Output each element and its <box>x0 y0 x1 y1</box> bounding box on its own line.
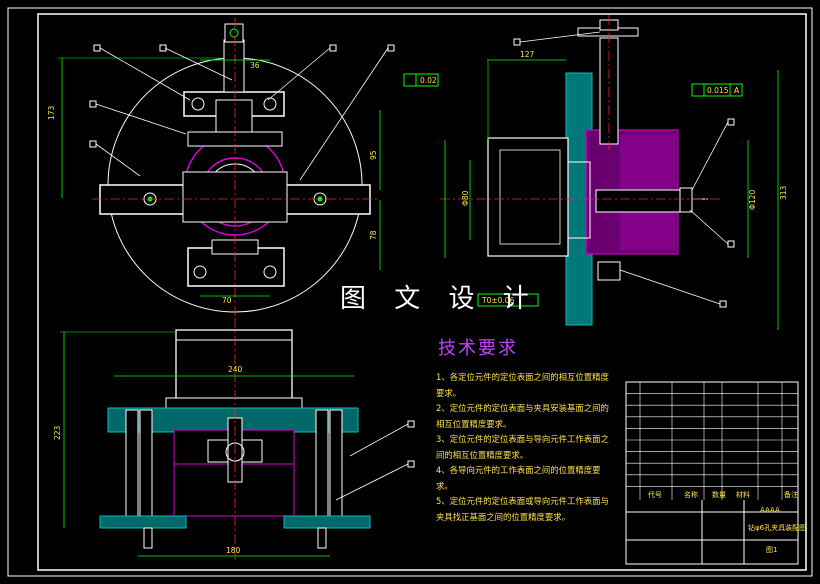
tech-requirement-item: 4、各导向元件的工作表面之间的位置精度要求。 <box>436 465 601 491</box>
title-block: 代号 名称 数量 材料 备注 AAAA 钻φ6孔夹具装配图 图1 <box>625 381 806 565</box>
tb-drawing-name: 钻φ6孔夹具装配图 <box>748 523 806 532</box>
tech-requirement-item: 5、定位元件的定位表面或导向元件工作表面与夹具找正基面之间的位置精度要求。 <box>436 496 609 522</box>
dim-95: 95 <box>369 150 378 160</box>
dim-78: 78 <box>369 230 378 240</box>
tolerance-datum-a: A <box>734 86 740 95</box>
dim-223: 223 <box>53 425 62 440</box>
dim-phi80: Φ80 <box>461 190 470 206</box>
dim-180: 180 <box>226 546 241 555</box>
dim-313: 313 <box>779 185 788 200</box>
dim-240: 240 <box>228 365 243 374</box>
dim-127: 127 <box>520 50 535 59</box>
dim-36: 36 <box>250 61 260 70</box>
tech-requirement-item: 2、定位元件的定位表面与夹具安装基面之间的相互位置精度要求。 <box>436 403 609 429</box>
tb-col-code: 代号 <box>648 490 662 499</box>
tb-part-code: AAAA <box>760 506 780 514</box>
dim-70: 70 <box>222 296 232 305</box>
tolerance-t0: T0±0.06 <box>481 296 515 305</box>
tech-requirement-item: 3、定位元件的定位表面与导向元件工作表面之间的相互位置精度要求。 <box>436 434 609 460</box>
tb-sheet: 图1 <box>766 546 777 554</box>
bottom-left-view <box>60 318 415 560</box>
tb-col-material: 材料 <box>736 490 750 499</box>
tb-col-remark: 备注 <box>784 490 798 499</box>
tech-requirements-list: 1、各定位元件的定位表面之间的相互位置精度要求。 2、定位元件的定位表面与夹具安… <box>436 370 616 525</box>
top-left-view <box>58 18 395 318</box>
outer-border <box>7 7 813 577</box>
tech-requirements-heading: 技术要求 <box>438 338 518 359</box>
dim-phi120: Φ120 <box>748 190 757 210</box>
tb-col-qty: 数量 <box>712 490 726 499</box>
top-right-section-view <box>403 15 779 330</box>
tolerance-0-02: 0.02 <box>420 76 437 85</box>
inner-border <box>37 13 807 571</box>
tolerance-0-015: 0.015 <box>707 86 729 95</box>
tb-col-name: 名称 <box>684 490 698 499</box>
drawing-title: 图 文 设 计 <box>340 284 539 314</box>
tech-requirement-item: 1、各定位元件的定位表面之间的相互位置精度要求。 <box>436 372 609 398</box>
dim-173: 173 <box>47 105 56 120</box>
